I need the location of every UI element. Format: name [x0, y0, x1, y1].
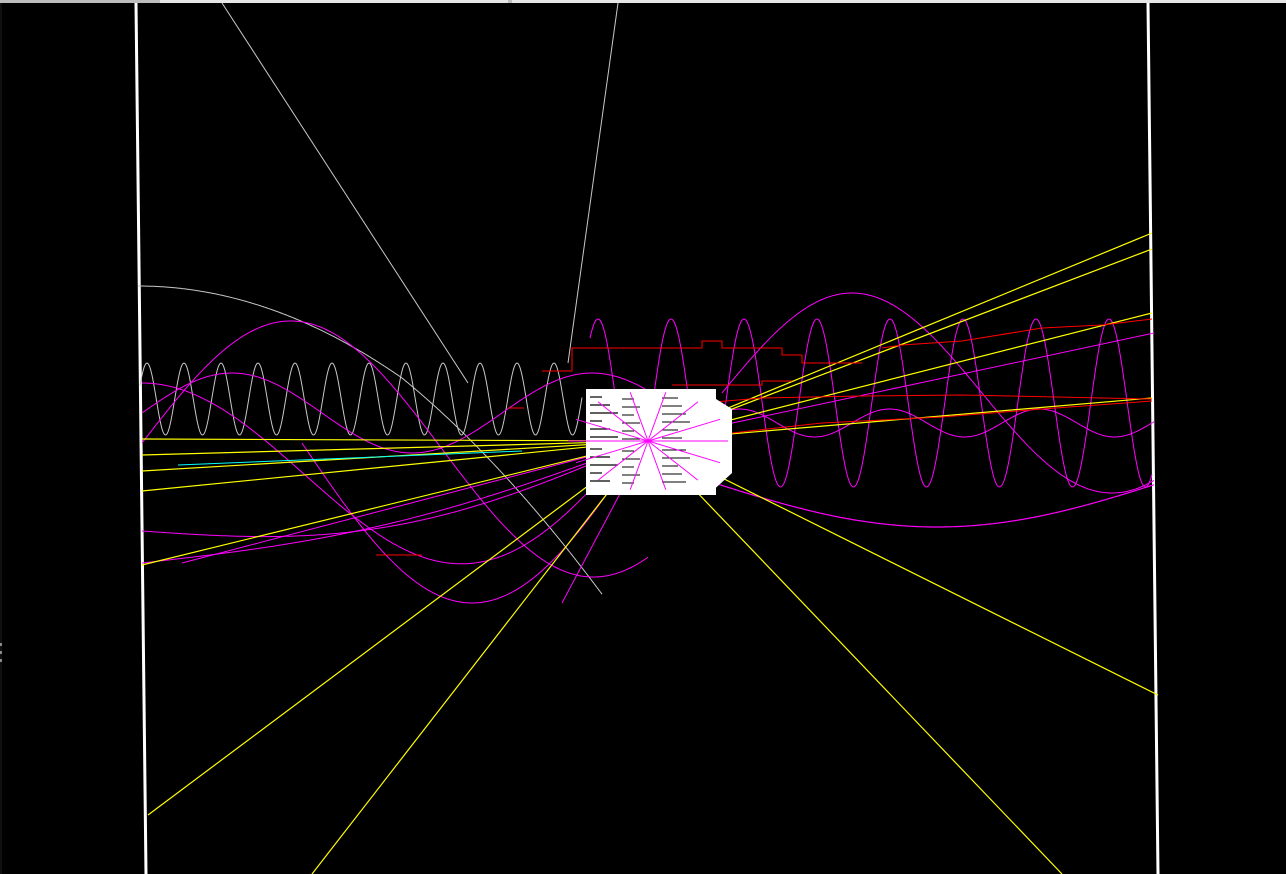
core-track	[647, 401, 699, 442]
frame-layer	[134, 3, 1160, 874]
top-edge-divider	[508, 0, 512, 3]
core-track	[647, 440, 667, 490]
hit-trace	[701, 394, 1153, 404]
frame-left-border	[134, 3, 148, 874]
frame-right-border	[1146, 3, 1160, 874]
detector-core-face	[700, 389, 732, 495]
core-track	[647, 392, 667, 442]
neutral-oscillation	[139, 362, 583, 436]
left-edge-tick	[0, 659, 2, 662]
core-track	[575, 440, 649, 464]
3d-viewport[interactable]	[2, 3, 1286, 874]
helix-track	[141, 439, 649, 538]
helix-track	[647, 332, 1155, 442]
left-edge-tick	[0, 643, 2, 646]
hit-trace	[542, 340, 862, 372]
window-left-edge	[0, 3, 2, 874]
detector-core	[568, 389, 732, 495]
top-edge-tab	[0, 0, 160, 3]
core-track	[647, 418, 721, 442]
hit-trace	[672, 380, 792, 386]
straight-track	[647, 440, 1063, 874]
straight-tracks	[141, 232, 1159, 874]
core-track	[597, 401, 649, 442]
core-track	[575, 418, 649, 442]
event-scene[interactable]	[2, 3, 1286, 874]
helix-track	[142, 382, 649, 565]
hit-traces	[177, 318, 1153, 556]
straight-track	[311, 440, 649, 874]
straight-track	[141, 440, 649, 456]
core-track	[629, 440, 649, 490]
straight-track	[141, 440, 649, 566]
core-track	[629, 392, 649, 442]
helix-track	[181, 440, 649, 564]
hit-trace	[731, 400, 1153, 434]
neutral-track	[221, 3, 469, 384]
left-edge-tick	[0, 651, 2, 654]
helix-track	[701, 408, 1155, 438]
straight-track	[147, 440, 649, 816]
neutral-track	[567, 3, 619, 364]
core-track	[647, 440, 699, 481]
helix-track	[301, 442, 643, 604]
helix-track	[141, 372, 649, 454]
highlight-hit	[177, 450, 523, 466]
neutral-track	[138, 285, 603, 595]
helix-track	[701, 478, 1155, 528]
straight-track	[647, 232, 1153, 442]
helix-track	[141, 440, 649, 564]
straight-track	[141, 440, 649, 492]
core-track	[597, 440, 649, 481]
neutral-tracks	[138, 3, 619, 595]
straight-track	[141, 438, 649, 442]
window-top-edge	[0, 0, 1286, 3]
helix-track	[141, 320, 649, 578]
core-track	[647, 440, 721, 464]
helix-track	[721, 292, 1155, 494]
straight-track	[647, 440, 1159, 696]
hit-trace	[881, 318, 1153, 349]
helix-track	[589, 318, 1153, 488]
